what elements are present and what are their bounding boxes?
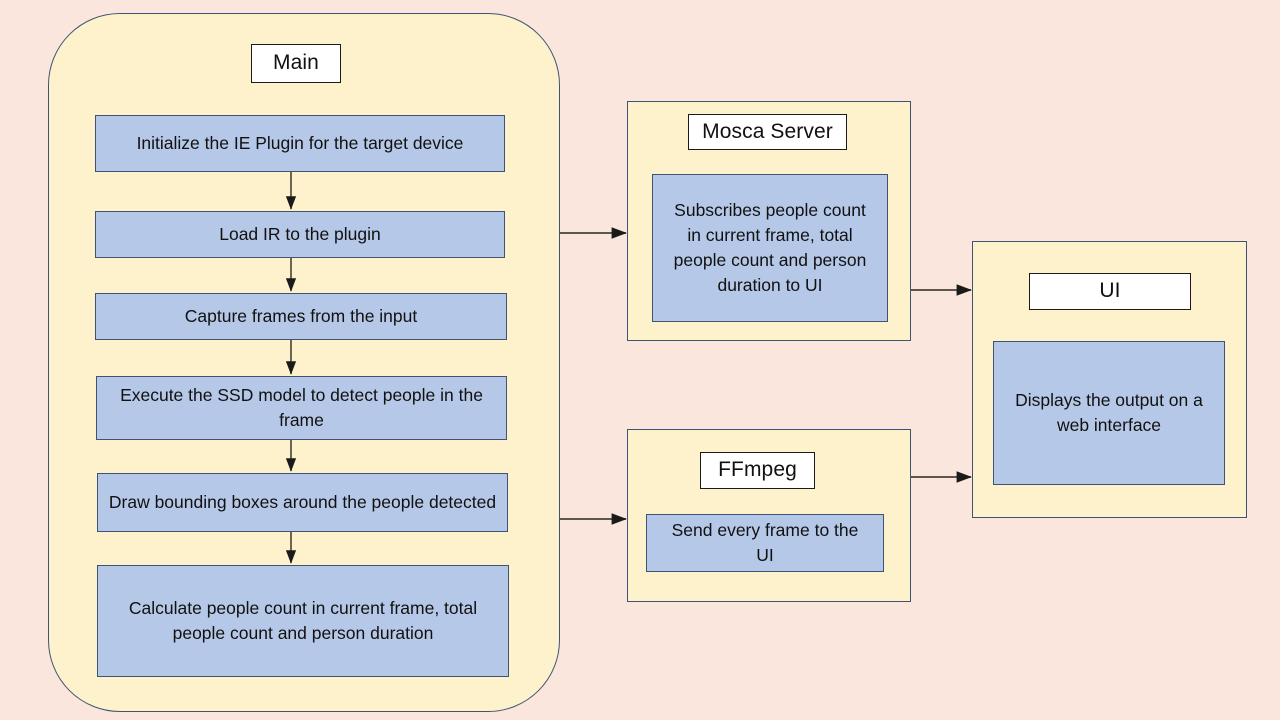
step-load-ir-label: Load IR to the plugin [219,224,381,245]
step-subscribe-stats: Subscribes people count in current frame… [652,174,888,322]
step-execute-ssd-label: Execute the SSD model to detect people i… [120,385,483,430]
step-load-ir: Load IR to the plugin [95,211,505,258]
group-ffmpeg-title-label: FFmpeg [718,458,797,482]
group-main-title-label: Main [273,51,319,75]
step-send-frames-label: Send every frame to the UI [671,520,859,565]
step-capture-frames: Capture frames from the input [95,293,507,340]
group-main-title: Main [251,44,341,83]
step-init-ie-plugin-label: Initialize the IE Plugin for the target … [136,133,464,154]
step-calculate-counts-label: Calculate people count in current frame,… [128,598,478,643]
group-ffmpeg-title: FFmpeg [700,452,815,489]
group-ui-title-label: UI [1099,279,1121,303]
step-send-frames: Send every frame to the UI [646,514,884,572]
step-display-output-label: Displays the output on a web interface [1015,390,1203,435]
step-capture-frames-label: Capture frames from the input [184,306,418,327]
step-execute-ssd: Execute the SSD model to detect people i… [96,376,507,440]
group-mosca-title-label: Mosca Server [702,119,833,143]
step-draw-boxes-label: Draw bounding boxes around the people de… [108,492,497,513]
step-init-ie-plugin: Initialize the IE Plugin for the target … [95,115,505,172]
group-mosca-title: Mosca Server [688,114,847,150]
step-draw-boxes: Draw bounding boxes around the people de… [97,473,508,532]
step-subscribe-stats-label: Subscribes people count in current frame… [673,200,867,295]
group-ui-title: UI [1029,273,1191,310]
step-calculate-counts: Calculate people count in current frame,… [97,565,509,677]
step-display-output: Displays the output on a web interface [993,341,1225,485]
